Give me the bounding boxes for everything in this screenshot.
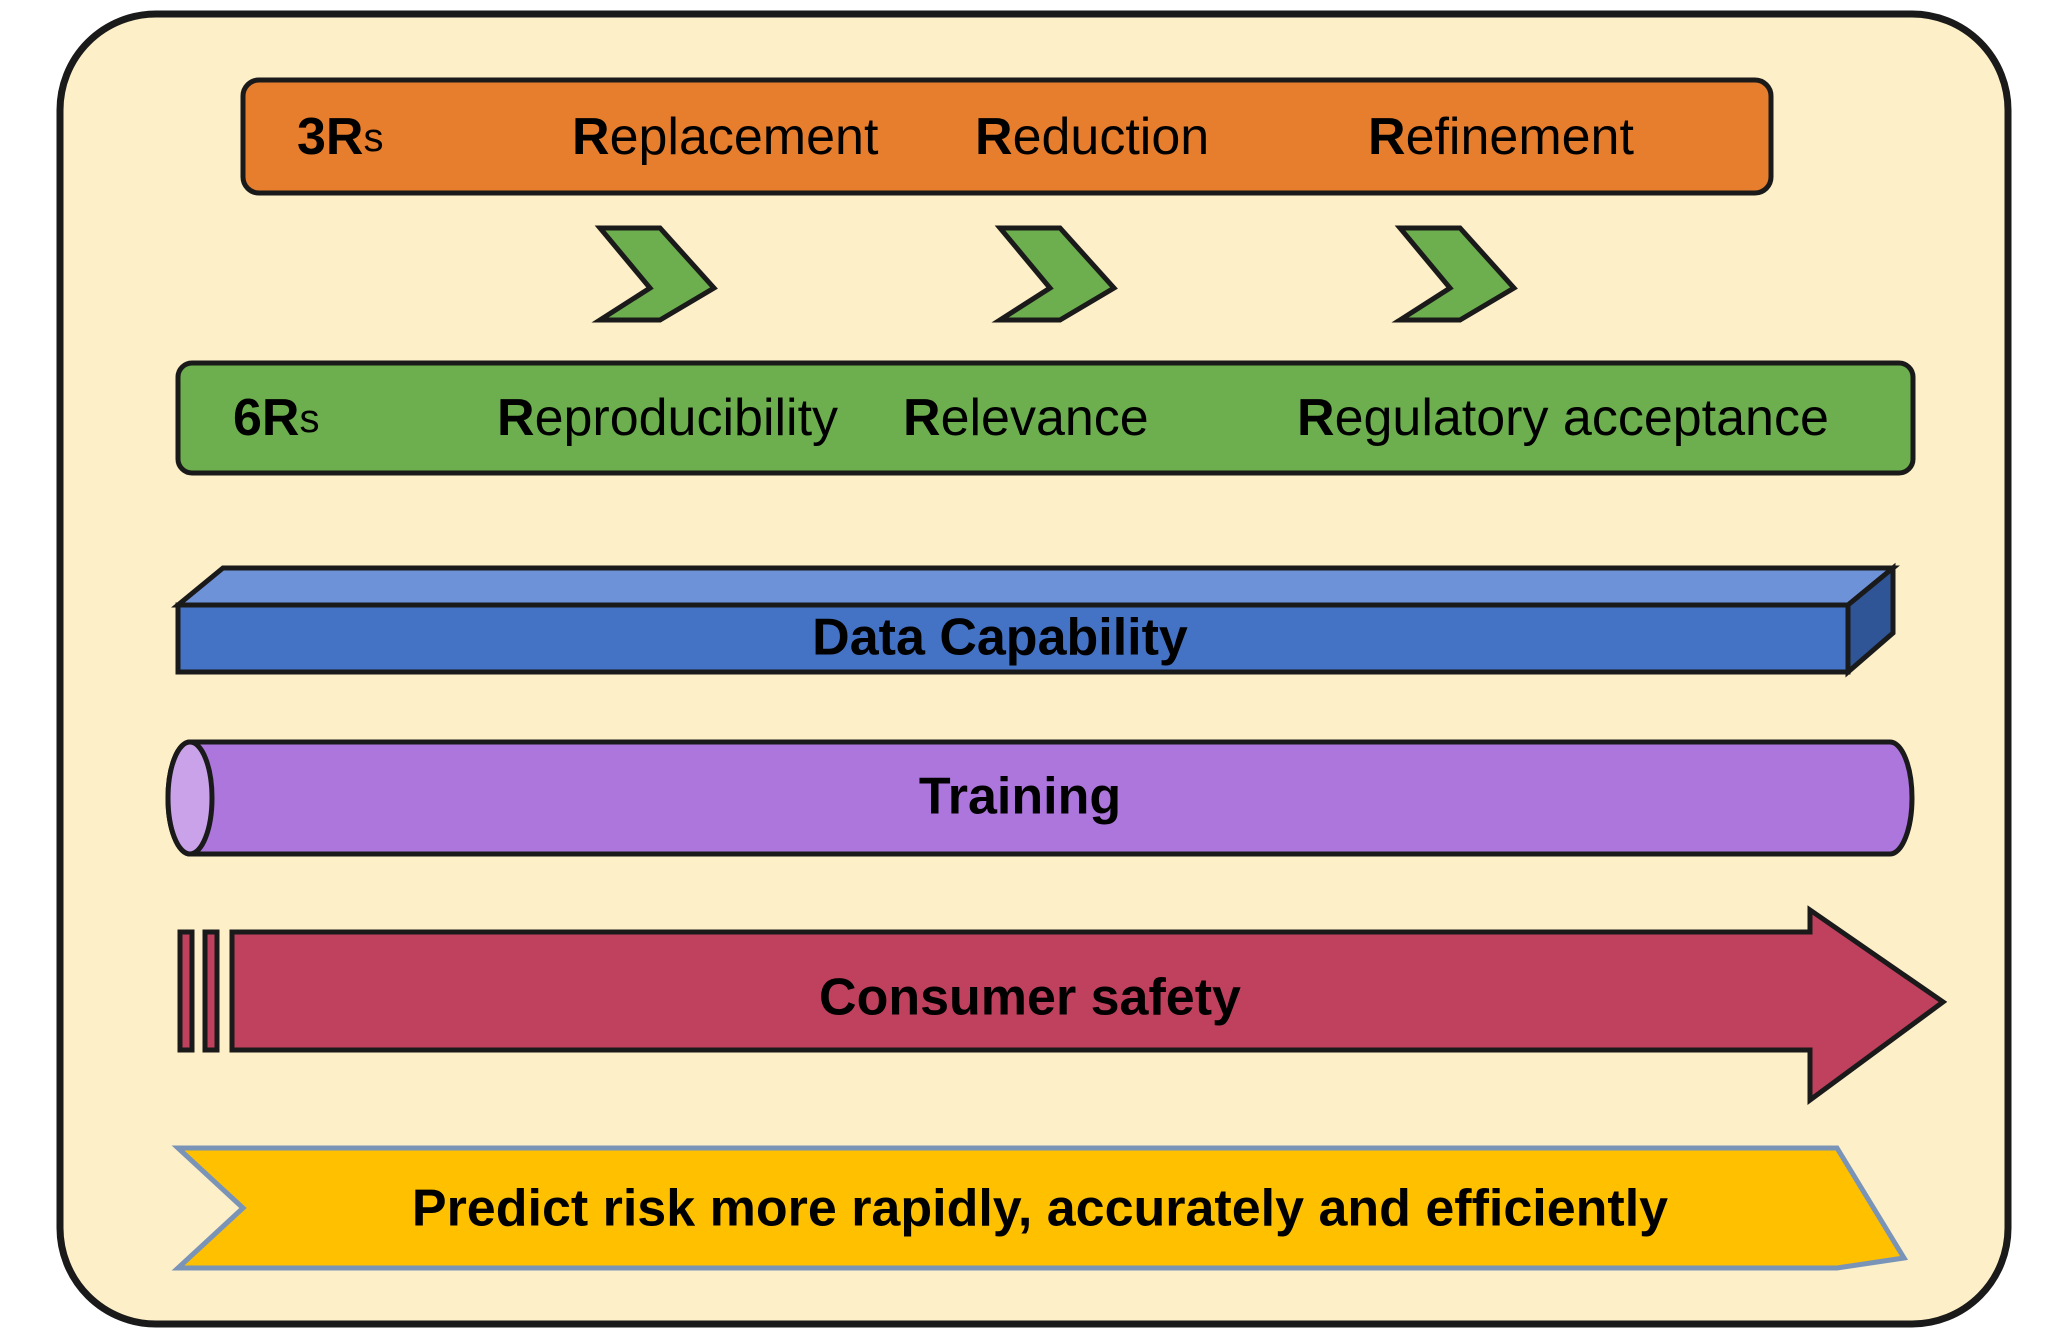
- svg-text:6Rs: 6Rs: [233, 389, 319, 447]
- three-rs-item-1-rest: eduction: [1013, 108, 1210, 166]
- consumer-safety-stripe-1: [177, 929, 195, 1053]
- data-capability-top-face: [171, 565, 1900, 608]
- outcome-label: Predict risk more rapidly, accurately an…: [412, 1180, 1668, 1238]
- three-rs-bar[interactable]: [240, 77, 1774, 196]
- six-rs-prefix: 6R: [233, 389, 299, 447]
- svg-text:3Rs: 3Rs: [297, 108, 383, 166]
- svg-text:Replacement: Replacement: [572, 108, 879, 166]
- six-rs-item-2-rest: egulatory acceptance: [1335, 389, 1829, 447]
- row-6rs[interactable]: 6Rs Reproducibility Relevance Regulatory…: [175, 360, 1916, 476]
- three-rs-prefix: 3R: [297, 108, 363, 166]
- row-3rs[interactable]: 3Rs Replacement Reduction Refinement: [240, 77, 1774, 196]
- training-cylinder-cap: [165, 739, 215, 857]
- data-capability-front-face[interactable]: [175, 602, 1851, 675]
- svg-text:Reduction: Reduction: [975, 108, 1209, 166]
- three-rs-item-1-initial: R: [975, 108, 1013, 166]
- six-rs-item-0-rest: eproducibility: [535, 389, 839, 447]
- svg-text:Reproducibility: Reproducibility: [497, 389, 838, 447]
- six-rs-item-0-initial: R: [497, 389, 535, 447]
- chevron-icon-3: [1391, 225, 1518, 323]
- six-rs-item-1-rest: elevance: [941, 389, 1149, 447]
- three-rs-item-0-initial: R: [572, 108, 610, 166]
- three-rs-item-2-initial: R: [1368, 108, 1406, 166]
- chevron-icon-1: [591, 225, 718, 323]
- six-rs-item-1-initial: R: [903, 389, 941, 447]
- training-label: Training: [919, 768, 1121, 826]
- outcome-banner[interactable]: [171, 1145, 1909, 1271]
- three-rs-item-2-rest: efinement: [1406, 108, 1635, 166]
- consumer-safety-arrow[interactable]: [229, 905, 1948, 1105]
- consumer-safety-label: Consumer safety: [819, 969, 1241, 1027]
- svg-text:Regulatory acceptance: Regulatory acceptance: [1297, 389, 1829, 447]
- row-consumer-safety[interactable]: Consumer safety: [177, 905, 1948, 1105]
- six-rs-item-2-initial: R: [1297, 389, 1335, 447]
- six-rs-prefix-tail: s: [299, 397, 319, 441]
- row-outcome[interactable]: Predict risk more rapidly, accurately an…: [171, 1145, 1909, 1271]
- consumer-safety-stripe-2: [202, 929, 220, 1053]
- chevron-row: [591, 225, 1518, 323]
- data-capability-label: Data Capability: [812, 609, 1188, 667]
- row-training[interactable]: Training: [165, 739, 1915, 857]
- row-data-capability[interactable]: Data Capability: [171, 562, 1900, 678]
- svg-text:Refinement: Refinement: [1368, 108, 1634, 166]
- svg-text:Relevance: Relevance: [903, 389, 1149, 447]
- three-rs-prefix-tail: s: [363, 116, 383, 160]
- six-rs-bar[interactable]: [175, 360, 1916, 476]
- three-rs-item-0-rest: eplacement: [610, 108, 879, 166]
- chevron-icon-2: [991, 225, 1118, 323]
